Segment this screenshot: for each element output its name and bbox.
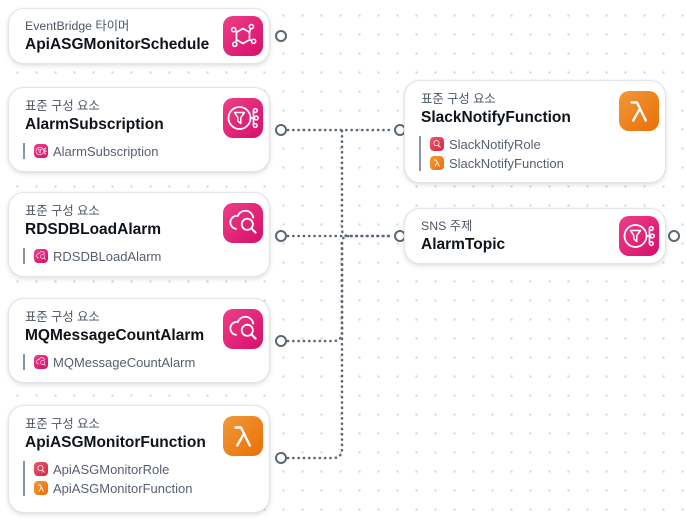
child-resource-label: AlarmSubscription — [53, 143, 159, 159]
card-title: AlarmSubscription — [25, 116, 164, 133]
port-alarmsubscription-right[interactable] — [275, 124, 287, 136]
card-type-label: 표준 구성 요소 — [25, 99, 100, 113]
lambda-icon — [223, 416, 263, 456]
card-alarmtopic[interactable]: SNS 주제 AlarmTopic — [404, 208, 666, 264]
card-title: ApiASGMonitorSchedule — [25, 35, 210, 53]
child-resource-label: MQMessageCountAlarm — [53, 354, 196, 370]
port-alarmtopic-right[interactable] — [668, 230, 680, 242]
child-resource-list: RDSDBLoadAlarm — [23, 248, 253, 264]
cloudwatch-icon — [34, 355, 48, 369]
lambda-icon — [430, 156, 444, 170]
child-resource-list: AlarmSubscription — [23, 143, 253, 159]
card-rdsdbloadalarm[interactable]: 표준 구성 요소 RDSDBLoadAlarm RDSDBLoadAlarm — [8, 192, 270, 277]
port-mqmessagecountalarm-right[interactable] — [275, 335, 287, 347]
iam-role-icon — [34, 462, 48, 476]
cloudwatch-icon — [223, 309, 263, 349]
card-type-label: 표준 구성 요소 — [421, 92, 496, 106]
card-title: RDSDBLoadAlarm — [25, 221, 162, 238]
edge-apiasgmonitorfunction-alarmtopic — [286, 241, 344, 460]
card-type-label: 표준 구성 요소 — [25, 204, 100, 218]
iam-role-icon — [430, 137, 444, 151]
card-apiasgmonitorfunction[interactable]: 표준 구성 요소 ApiASGMonitorFunction ApiASGMon… — [8, 405, 270, 513]
card-alarmsubscription[interactable]: 표준 구성 요소 AlarmSubscription AlarmSubscrip… — [8, 87, 270, 172]
port-apiasgmonitorschedule-right[interactable] — [275, 30, 287, 42]
card-title: SlackNotifyFunction — [421, 109, 571, 126]
child-resource-list: SlackNotifyRole SlackNotifyFunction — [419, 136, 649, 171]
child-resource-list: MQMessageCountAlarm — [23, 354, 253, 370]
sns-icon — [619, 216, 659, 256]
child-resource-label: ApiASGMonitorRole — [53, 461, 170, 477]
edge-alarmsubscription-alarmtopic — [340, 129, 395, 238]
child-resource-list: ApiASGMonitorRole ApiASGMonitorFunction — [23, 461, 253, 496]
child-resource[interactable]: MQMessageCountAlarm — [34, 354, 253, 370]
card-type-label: SNS 주제 — [421, 218, 473, 233]
card-type-label: 표준 구성 요소 — [25, 417, 100, 431]
lambda-icon — [34, 481, 48, 495]
child-resource-label: SlackNotifyRole — [449, 136, 541, 152]
card-title: AlarmTopic — [421, 235, 506, 253]
port-rdsdbloadalarm-right[interactable] — [275, 230, 287, 242]
child-resource[interactable]: SlackNotifyRole — [430, 136, 649, 152]
card-apiasgmonitorschedule[interactable]: EventBridge 타이머 ApiASGMonitorSchedule — [8, 8, 270, 64]
cloudwatch-icon — [223, 203, 263, 243]
sns-icon — [34, 144, 48, 158]
card-slacknotifyfunction[interactable]: 표준 구성 요소 SlackNotifyFunction SlackNotify… — [404, 80, 666, 183]
card-type-label: 표준 구성 요소 — [25, 310, 100, 324]
cloudwatch-icon — [34, 249, 48, 263]
edge-mqmessagecountalarm-alarmtopic — [286, 234, 350, 343]
child-resource[interactable]: ApiASGMonitorFunction — [34, 480, 253, 496]
card-mqmessagecountalarm[interactable]: 표준 구성 요소 MQMessageCountAlarm MQMessageCo… — [8, 298, 270, 383]
child-resource[interactable]: ApiASGMonitorRole — [34, 461, 253, 477]
child-resource[interactable]: AlarmSubscription — [34, 143, 253, 159]
child-resource-label: SlackNotifyFunction — [449, 155, 564, 171]
sns-icon — [223, 98, 263, 138]
card-title: MQMessageCountAlarm — [25, 327, 205, 344]
child-resource-label: ApiASGMonitorFunction — [53, 480, 193, 496]
child-resource[interactable]: RDSDBLoadAlarm — [34, 248, 253, 264]
port-apiasgmonitorfunction-right[interactable] — [275, 452, 287, 464]
child-resource-label: RDSDBLoadAlarm — [53, 248, 162, 264]
eventbridge-icon — [223, 16, 263, 56]
child-resource[interactable]: SlackNotifyFunction — [430, 155, 649, 171]
card-title: ApiASGMonitorFunction — [25, 434, 206, 451]
card-type-label: EventBridge 타이머 — [25, 18, 130, 33]
lambda-icon — [619, 91, 659, 131]
